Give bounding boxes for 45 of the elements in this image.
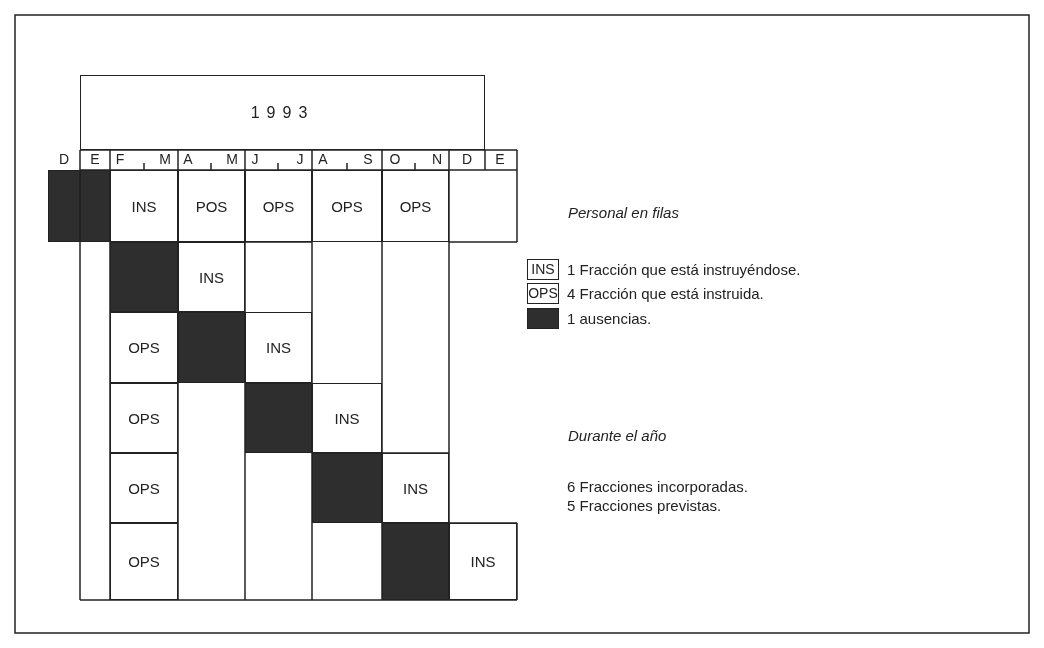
legend-sample: OPS — [527, 283, 559, 304]
legend-text: 4 Fracción que está instruida. — [567, 285, 764, 302]
schedule-cell: OPS — [110, 523, 178, 600]
absence-block — [80, 170, 110, 242]
schedule-cell: POS — [178, 170, 245, 242]
absence-block — [110, 242, 178, 312]
month-label: A — [317, 151, 329, 167]
absence-block — [178, 312, 245, 383]
section-heading: Personal en filas — [568, 204, 679, 221]
schedule-cell: OPS — [110, 453, 178, 523]
month-label: F — [114, 151, 126, 167]
schedule-cell: INS — [382, 453, 449, 523]
year-header: 1993 — [80, 75, 485, 150]
month-label: E — [494, 151, 506, 167]
schedule-cell: INS — [312, 383, 382, 453]
schedule-cell: INS — [245, 312, 312, 383]
month-label: M — [158, 151, 172, 167]
month-label: O — [388, 151, 402, 167]
legend-sample: INS — [527, 259, 559, 280]
schedule-cell: INS — [449, 523, 517, 600]
month-label: D — [460, 151, 474, 167]
month-label: N — [430, 151, 444, 167]
section-heading: Durante el año — [568, 427, 667, 444]
month-label: E — [89, 151, 101, 167]
summary-text: 6 Fracciones incorporadas. — [567, 478, 748, 495]
month-label: J — [295, 151, 305, 167]
legend-text: 1 ausencias. — [567, 310, 652, 327]
absence-block — [382, 523, 449, 600]
legend-text: 1 Fracción que está instruyéndose. — [567, 261, 801, 278]
schedule-cell: INS — [178, 242, 245, 312]
absence-block — [48, 170, 80, 242]
absence-block — [312, 453, 382, 523]
month-label: J — [250, 151, 260, 167]
schedule-cell: OPS — [245, 170, 312, 242]
schedule-cell: OPS — [110, 312, 178, 383]
month-label: A — [182, 151, 194, 167]
schedule-cell: OPS — [110, 383, 178, 453]
absence-block — [245, 383, 312, 453]
schedule-cell: INS — [110, 170, 178, 242]
summary-text: 5 Fracciones previstas. — [567, 497, 722, 514]
schedule-cell: OPS — [312, 170, 382, 242]
month-label: M — [225, 151, 239, 167]
month-label: S — [362, 151, 374, 167]
month-label: D — [57, 151, 71, 167]
schedule-cell: OPS — [382, 170, 449, 242]
